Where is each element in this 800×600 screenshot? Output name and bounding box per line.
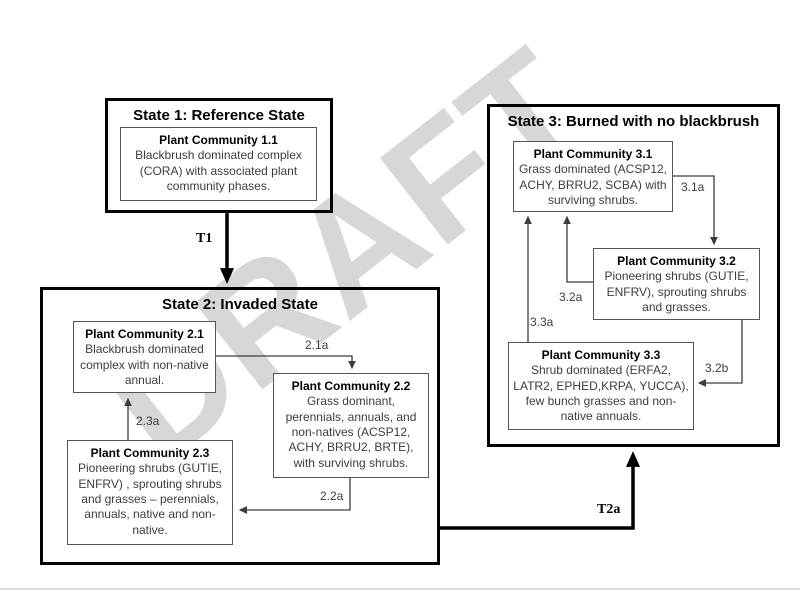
transition-label-3-2a: 3.2a bbox=[559, 290, 583, 304]
transition-label-2-2a: 2.2a bbox=[320, 489, 344, 503]
transition-label-2-3a: 2.3a bbox=[136, 414, 160, 428]
plant-community-3-2-title: Plant Community 3.2 bbox=[617, 254, 736, 268]
plant-community-3-3-box: Plant Community 3.3 Shrub dominated (ERF… bbox=[508, 342, 694, 430]
plant-community-2-1-box: Plant Community 2.1 Blackbrush dominated… bbox=[73, 321, 216, 393]
transition-label-3-2b: 3.2b bbox=[705, 361, 729, 375]
state3-title: State 3: Burned with no blackbrush bbox=[507, 113, 760, 130]
slide-bottom-edge bbox=[0, 588, 800, 590]
plant-community-2-3-box: Plant Community 2.3 Pioneering shrubs (G… bbox=[67, 440, 233, 545]
plant-community-2-3-title: Plant Community 2.3 bbox=[90, 446, 210, 460]
plant-community-2-1-title: Plant Community 2.1 bbox=[85, 327, 204, 341]
plant-community-2-1-body: Blackbrush dominated complex with non-na… bbox=[80, 342, 209, 388]
state1-title: State 1: Reference State bbox=[133, 107, 305, 124]
plant-community-1-1-box: Plant Community 1.1 Blackbrush dominated… bbox=[120, 127, 317, 201]
state2-title: State 2: Invaded State bbox=[162, 296, 318, 313]
plant-community-3-3-title: Plant Community 3.3 bbox=[541, 348, 661, 362]
plant-community-1-1-title: Plant Community 1.1 bbox=[159, 133, 278, 147]
state3-box: State 3: Burned with no blackbrush bbox=[487, 104, 780, 447]
plant-community-2-3-body: Pioneering shrubs (GUTIE, ENFRV) , sprou… bbox=[77, 461, 223, 537]
plant-community-3-2-body: Pioneering shrubs (GUTIE, ENFRV), sprout… bbox=[604, 269, 749, 315]
plant-community-2-2-title: Plant Community 2.2 bbox=[291, 379, 411, 393]
plant-community-2-2-body: Grass dominant, perennials, annuals, and… bbox=[285, 394, 417, 470]
plant-community-3-2-box: Plant Community 3.2 Pioneering shrubs (G… bbox=[593, 248, 760, 320]
transition-label-t2a: T2a bbox=[597, 502, 621, 517]
transition-label-3-3a: 3.3a bbox=[530, 315, 554, 329]
plant-community-3-3-body: Shrub dominated (ERFA2, LATR2, EPHED,KRP… bbox=[513, 363, 689, 424]
plant-community-3-1-body: Grass dominated (ACSP12, ACHY, BRRU2, SC… bbox=[518, 162, 668, 208]
state1-box: State 1: Reference State bbox=[105, 98, 333, 213]
transition-label-t1: T1 bbox=[196, 231, 213, 246]
transition-label-3-1a: 3.1a bbox=[681, 180, 705, 194]
plant-community-2-2-box: Plant Community 2.2 Grass dominant, pere… bbox=[273, 373, 429, 478]
plant-community-3-1-title: Plant Community 3.1 bbox=[533, 147, 653, 161]
plant-community-3-1-box: Plant Community 3.1 Grass dominated (ACS… bbox=[513, 141, 673, 212]
transition-label-2-1a: 2.1a bbox=[305, 338, 329, 352]
state2-box: State 2: Invaded State bbox=[40, 287, 440, 565]
plant-community-1-1-body: Blackbrush dominated complex (CORA) with… bbox=[135, 148, 302, 194]
